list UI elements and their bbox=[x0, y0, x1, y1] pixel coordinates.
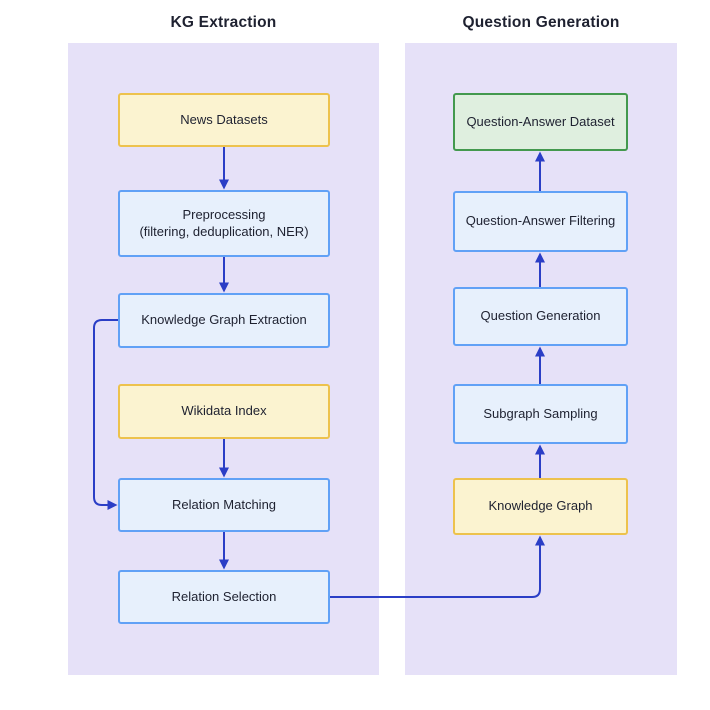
node-label: News Datasets bbox=[180, 111, 268, 127]
node-relation-matching[interactable]: Relation Matching bbox=[118, 478, 330, 532]
node-question-answer-filtering[interactable]: Question-Answer Filtering bbox=[453, 191, 628, 252]
node-label: Knowledge Graph Extraction bbox=[141, 312, 307, 328]
node-label: Subgraph Sampling bbox=[483, 405, 598, 421]
node-label: Preprocessing bbox=[182, 206, 266, 222]
edge-kg-extraction-to-relation-matching-loop bbox=[93, 319, 118, 510]
node-label: Question Generation bbox=[480, 308, 601, 324]
node-sublabel: (filtering, deduplication, NER) bbox=[139, 223, 309, 239]
node-question-answer-dataset[interactable]: Question-Answer Dataset bbox=[453, 93, 628, 151]
column-title-question-generation: Question Generation bbox=[462, 14, 620, 31]
node-preprocessing[interactable]: Preprocessing (filtering, deduplication,… bbox=[118, 190, 330, 257]
node-question-generation[interactable]: Question Generation bbox=[453, 287, 628, 346]
node-label: Question-Answer Dataset bbox=[466, 113, 615, 129]
node-subgraph-sampling[interactable]: Subgraph Sampling bbox=[453, 384, 628, 444]
node-label: Relation Matching bbox=[171, 496, 277, 512]
column-title-kg-extraction: KG Extraction bbox=[170, 14, 277, 31]
node-label: Question-Answer Filtering bbox=[465, 213, 616, 229]
node-relation-selection[interactable]: Relation Selection bbox=[118, 570, 330, 624]
node-label: Relation Selection bbox=[171, 588, 277, 604]
node-knowledge-graph[interactable]: Knowledge Graph bbox=[453, 478, 628, 535]
node-knowledge-graph-extraction[interactable]: Knowledge Graph Extraction bbox=[118, 293, 330, 348]
edge-relation-selection-to-knowledge-graph bbox=[330, 535, 545, 598]
node-news-datasets[interactable]: News Datasets bbox=[118, 93, 330, 147]
node-label: Wikidata Index bbox=[181, 403, 267, 419]
node-label: Knowledge Graph bbox=[488, 498, 593, 514]
node-wikidata-index[interactable]: Wikidata Index bbox=[118, 384, 330, 439]
